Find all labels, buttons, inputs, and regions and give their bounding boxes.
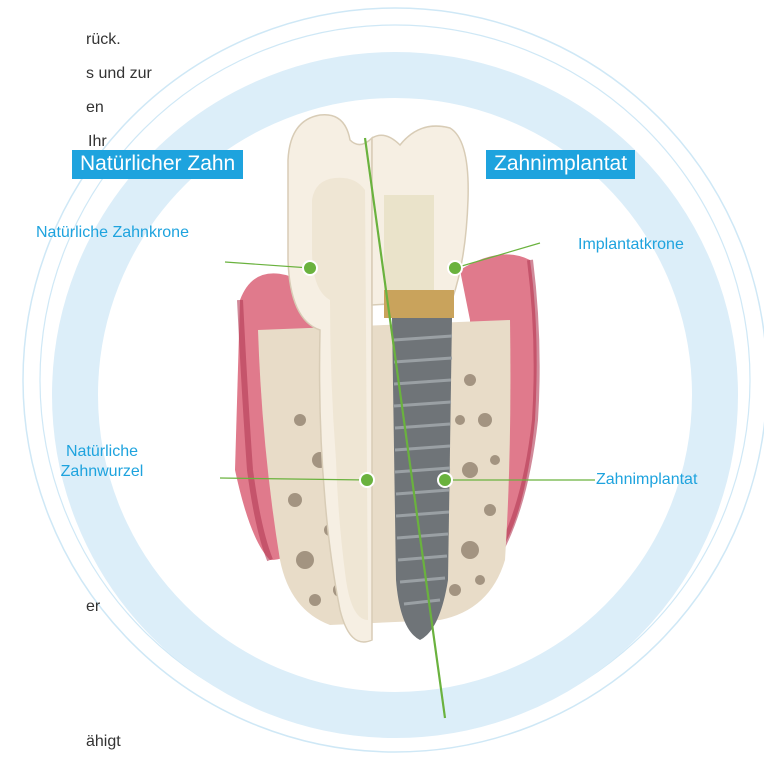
header-dental-implant: Zahnimplantat	[486, 150, 635, 179]
label-implant: Zahnimplantat	[596, 470, 697, 490]
label-natural-root-line1: Natürliche	[40, 442, 164, 462]
bg-text-5: er	[86, 599, 100, 615]
abutment	[384, 290, 454, 318]
label-implant-crown: Implantatkrone	[578, 235, 684, 255]
bg-text-1: rück.	[86, 32, 121, 48]
point-natural-crown	[303, 261, 317, 275]
bg-text-2: s und zur	[86, 66, 152, 82]
point-implant	[438, 473, 452, 487]
label-natural-root: Natürliche Zahnwurzel	[40, 442, 164, 482]
label-natural-root-line2: Zahnwurzel	[40, 462, 164, 482]
label-natural-crown: Natürliche Zahnkrone	[36, 223, 189, 243]
point-implant-crown	[448, 261, 462, 275]
bg-text-4: Ihr	[88, 134, 107, 150]
bg-text-3: en	[86, 100, 104, 116]
point-natural-root	[360, 473, 374, 487]
header-natural-tooth: Natürlicher Zahn	[72, 150, 243, 179]
bg-text-6: ähigt	[86, 734, 121, 750]
